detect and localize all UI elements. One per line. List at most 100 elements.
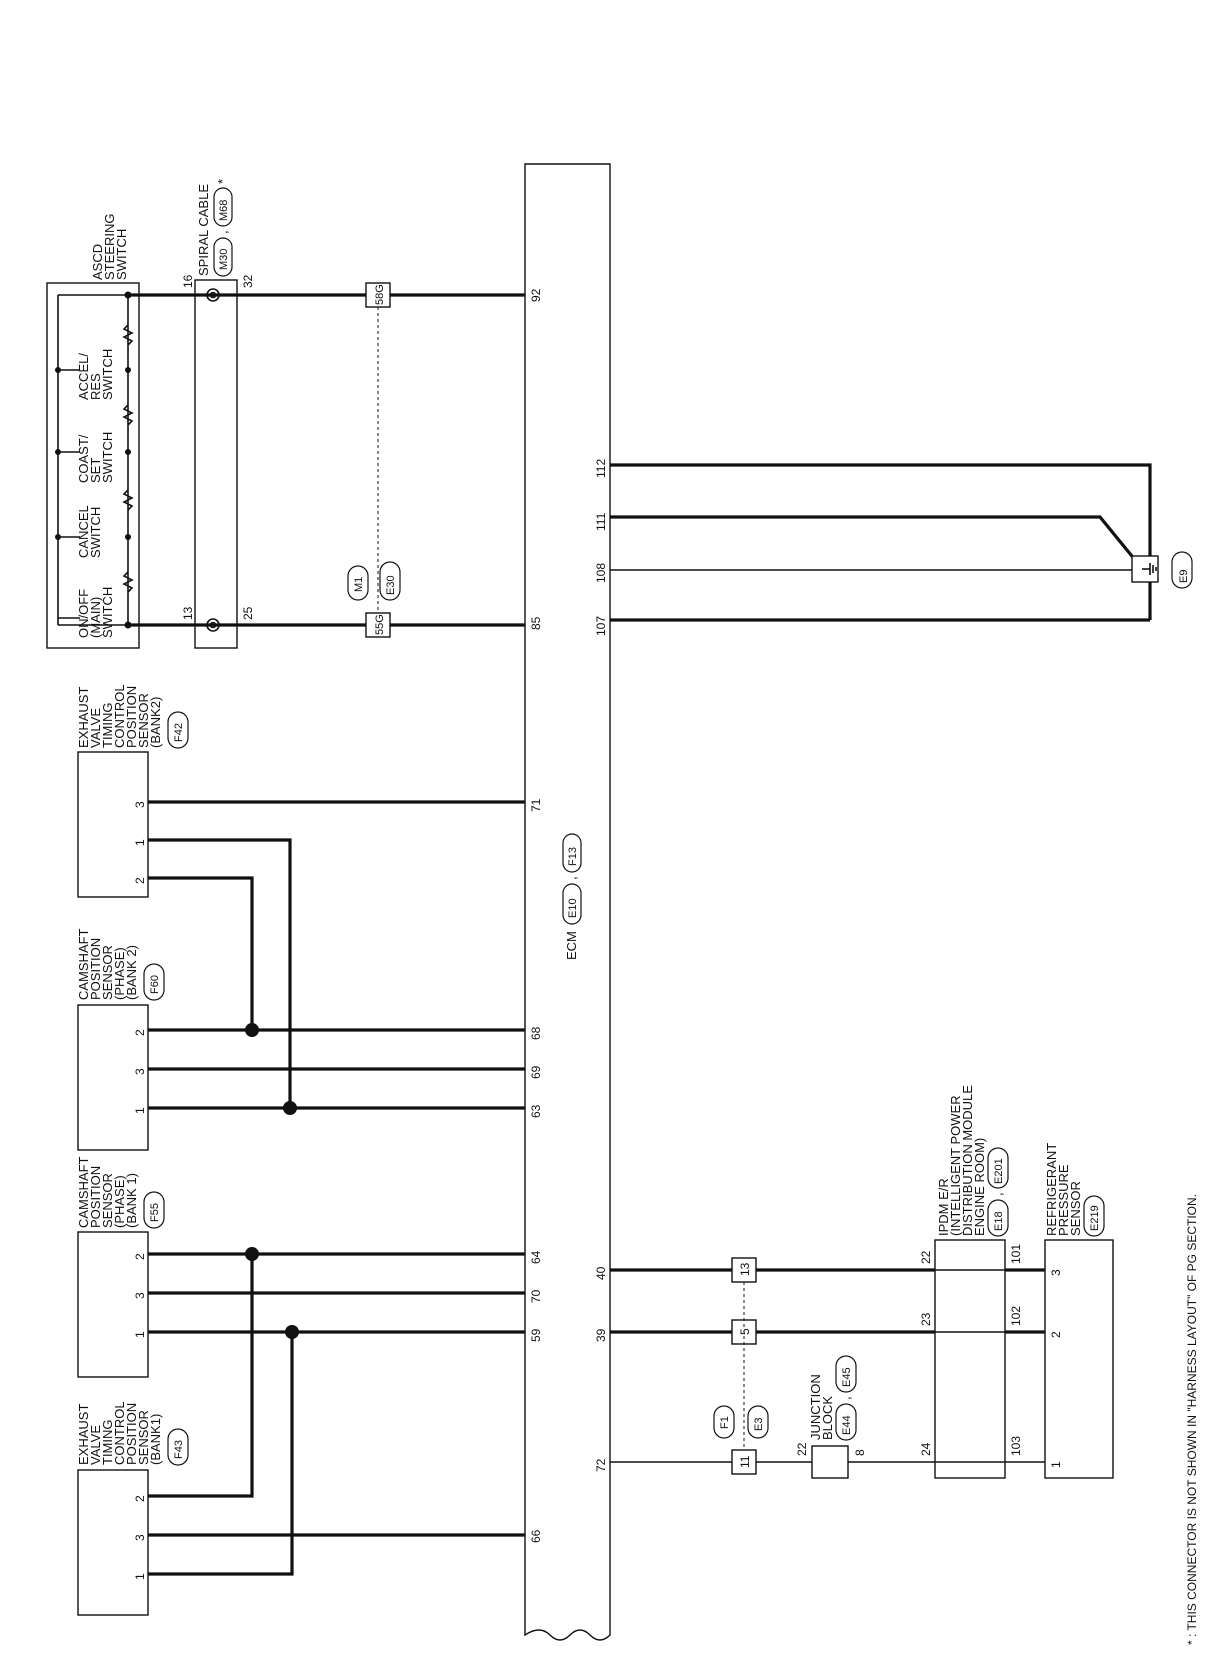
connector-badge <box>347 565 369 601</box>
evt2-connector: F42 <box>173 723 185 742</box>
resistor-icon <box>122 571 134 593</box>
junction-dot-icon <box>125 449 131 455</box>
ecm-pin-107: 107 <box>594 616 608 636</box>
junction-block: 22 8 JUNCTION BLOCK E44 , E45 <box>795 1355 867 1479</box>
conn-pin-5: 5 <box>738 1328 752 1335</box>
lower-right-wires <box>610 1268 1045 1463</box>
label-line: BLOCK <box>820 1396 835 1440</box>
connector-badge <box>1171 551 1193 589</box>
sensor-wires <box>148 800 525 1576</box>
harness-conn-ids: M1 E30 <box>347 561 401 601</box>
label-line: (BANK 2) <box>124 945 139 1000</box>
cmp-sensor-bank1: 2 3 1 CAMSHAFT POSITION SENSOR (PHASE) (… <box>76 1156 165 1378</box>
connector-58g-label: 58G <box>374 284 386 305</box>
cmp-sensor-bank2: 2 3 1 CAMSHAFT POSITION SENSOR (PHASE) (… <box>76 928 165 1151</box>
label-line: POSITION <box>124 686 139 748</box>
ascd-title: ASCD STEERING SWITCH <box>90 214 129 280</box>
junction-dot-icon <box>125 534 131 540</box>
connector-badge <box>987 1147 1009 1189</box>
conn-e3-label: E3 <box>753 1418 765 1431</box>
label-line: JUNCTION <box>808 1374 823 1440</box>
resistor-icon <box>122 324 134 346</box>
label-line: ASCD <box>90 244 105 280</box>
wire-evt1-1 <box>148 1332 294 1576</box>
ground-wires: E9 <box>610 463 1193 622</box>
connector-badge <box>987 1199 1009 1237</box>
ascd-pin-13: 13 <box>181 606 195 620</box>
coast-set-switch-label: COAST/ SET SWITCH <box>76 432 115 483</box>
ground-icon <box>1142 563 1157 575</box>
label-line: REFRIGERANT <box>1044 1143 1059 1236</box>
junction-block-box <box>811 1445 849 1479</box>
label-line: POSITION <box>88 938 103 1000</box>
ecm-pin-72: 72 <box>594 1458 608 1472</box>
label-line: EXHAUST <box>76 1404 91 1465</box>
label-line: CAMSHAFT <box>76 928 91 1000</box>
label-line: (BANK 1) <box>124 1173 139 1228</box>
ecm-pin-63: 63 <box>529 1104 543 1118</box>
ecm-pin-92: 92 <box>529 288 543 302</box>
label-line: PRESSURE <box>1056 1164 1071 1236</box>
harness-connectors: 58G 55G M1 E30 <box>347 282 401 638</box>
ecm-pins: 92 85 71 68 69 63 64 70 59 66 112 111 10… <box>529 288 608 1543</box>
connector-badge <box>1083 1195 1105 1237</box>
cmp2-box <box>77 1004 149 1151</box>
spiral-cable-box <box>194 279 238 649</box>
label-line: EXHAUST <box>76 687 91 748</box>
cmp2-title: CAMSHAFT POSITION SENSOR (PHASE) (BANK 2… <box>76 928 165 1001</box>
wire-112 <box>610 463 1152 620</box>
label-line: SENSOR <box>100 1173 115 1228</box>
label-line: DISTRIBUTION MODULE <box>960 1085 975 1236</box>
ipdm-title: IPDM E/R (INTELLIGENT POWER DISTRIBUTION… <box>936 1085 1009 1237</box>
connector-badge <box>143 963 165 1001</box>
evt1-title: EXHAUST VALVE TIMING CONTROL POSITION SE… <box>76 1401 189 1466</box>
ascd-pin-16: 16 <box>181 274 195 288</box>
ipdm-box <box>934 1239 1006 1479</box>
wire-evt1-2 <box>148 1254 254 1498</box>
wire-evt2-2 <box>148 876 254 1030</box>
cmp2-pin-1: 1 <box>133 1107 147 1114</box>
refrig-pin-3: 3 <box>1049 1269 1063 1276</box>
ascd-switch-labels: ACCEL/ RES SWITCH COAST/ SET SWITCH CANC… <box>76 349 115 638</box>
label-line: SWITCH <box>100 349 115 400</box>
label-line: STEERING <box>102 214 117 280</box>
cmp1-box <box>77 1231 149 1378</box>
evt-sensor-bank1: 2 3 1 EXHAUST VALVE TIMING CONTROL POSIT… <box>76 1401 189 1616</box>
ecm-pin-40: 40 <box>594 1266 608 1280</box>
ecm-label-group: ECM E10 , F13 <box>562 833 582 960</box>
junction-title: JUNCTION BLOCK E44 , E45 <box>808 1355 857 1441</box>
ecm-connector-badge-2 <box>562 833 582 873</box>
evt1-connector: F43 <box>173 1440 185 1459</box>
label-line: (INTELLIGENT POWER <box>948 1095 963 1236</box>
spiral-cable-title: SPIRAL CABLE M30 , M68 * <box>196 179 233 277</box>
jb-connector-2: E45 <box>841 1367 853 1387</box>
spiral-asterisk: * <box>215 179 230 184</box>
ascd-resistors <box>122 324 134 593</box>
evt2-pin-1: 1 <box>133 839 147 846</box>
label-line: POSITION <box>124 1403 139 1465</box>
label-line: ENGINE ROOM) <box>972 1138 987 1236</box>
connector-badge <box>713 1405 735 1439</box>
splice-dot-icon <box>283 1101 297 1115</box>
cmp1-title: CAMSHAFT POSITION SENSOR (PHASE) (BANK 1… <box>76 1156 165 1229</box>
ipdm-pin-24: 24 <box>919 1442 933 1456</box>
spiral-comma: , <box>215 230 230 234</box>
connector-badge <box>167 1428 189 1466</box>
ipdm-pin-22: 22 <box>919 1250 933 1264</box>
ascd-outer-box <box>46 282 140 649</box>
ipdm-pin-101: 101 <box>1009 1244 1023 1264</box>
cmp2-pin-2: 2 <box>133 1029 147 1036</box>
label-line: SWITCH <box>100 432 115 483</box>
conn-m1-label: M1 <box>353 577 365 592</box>
spiral-cable: 16 13 32 25 SPIRAL CABLE M30 , M68 * <box>181 179 255 649</box>
evt1-pin-2: 2 <box>133 1495 147 1502</box>
refrig-connector: E219 <box>1089 1205 1101 1231</box>
ecm-pin-59: 59 <box>529 1328 543 1342</box>
ecm-connector-1: E10 <box>567 898 579 918</box>
ecm-connector-badge <box>562 883 582 925</box>
connector-badge <box>835 1355 857 1393</box>
label-line: SENSOR <box>100 945 115 1000</box>
conn-pin-11: 11 <box>738 1455 752 1468</box>
ecm-pin-70: 70 <box>529 1289 543 1303</box>
label-line: IPDM E/R <box>936 1178 951 1236</box>
